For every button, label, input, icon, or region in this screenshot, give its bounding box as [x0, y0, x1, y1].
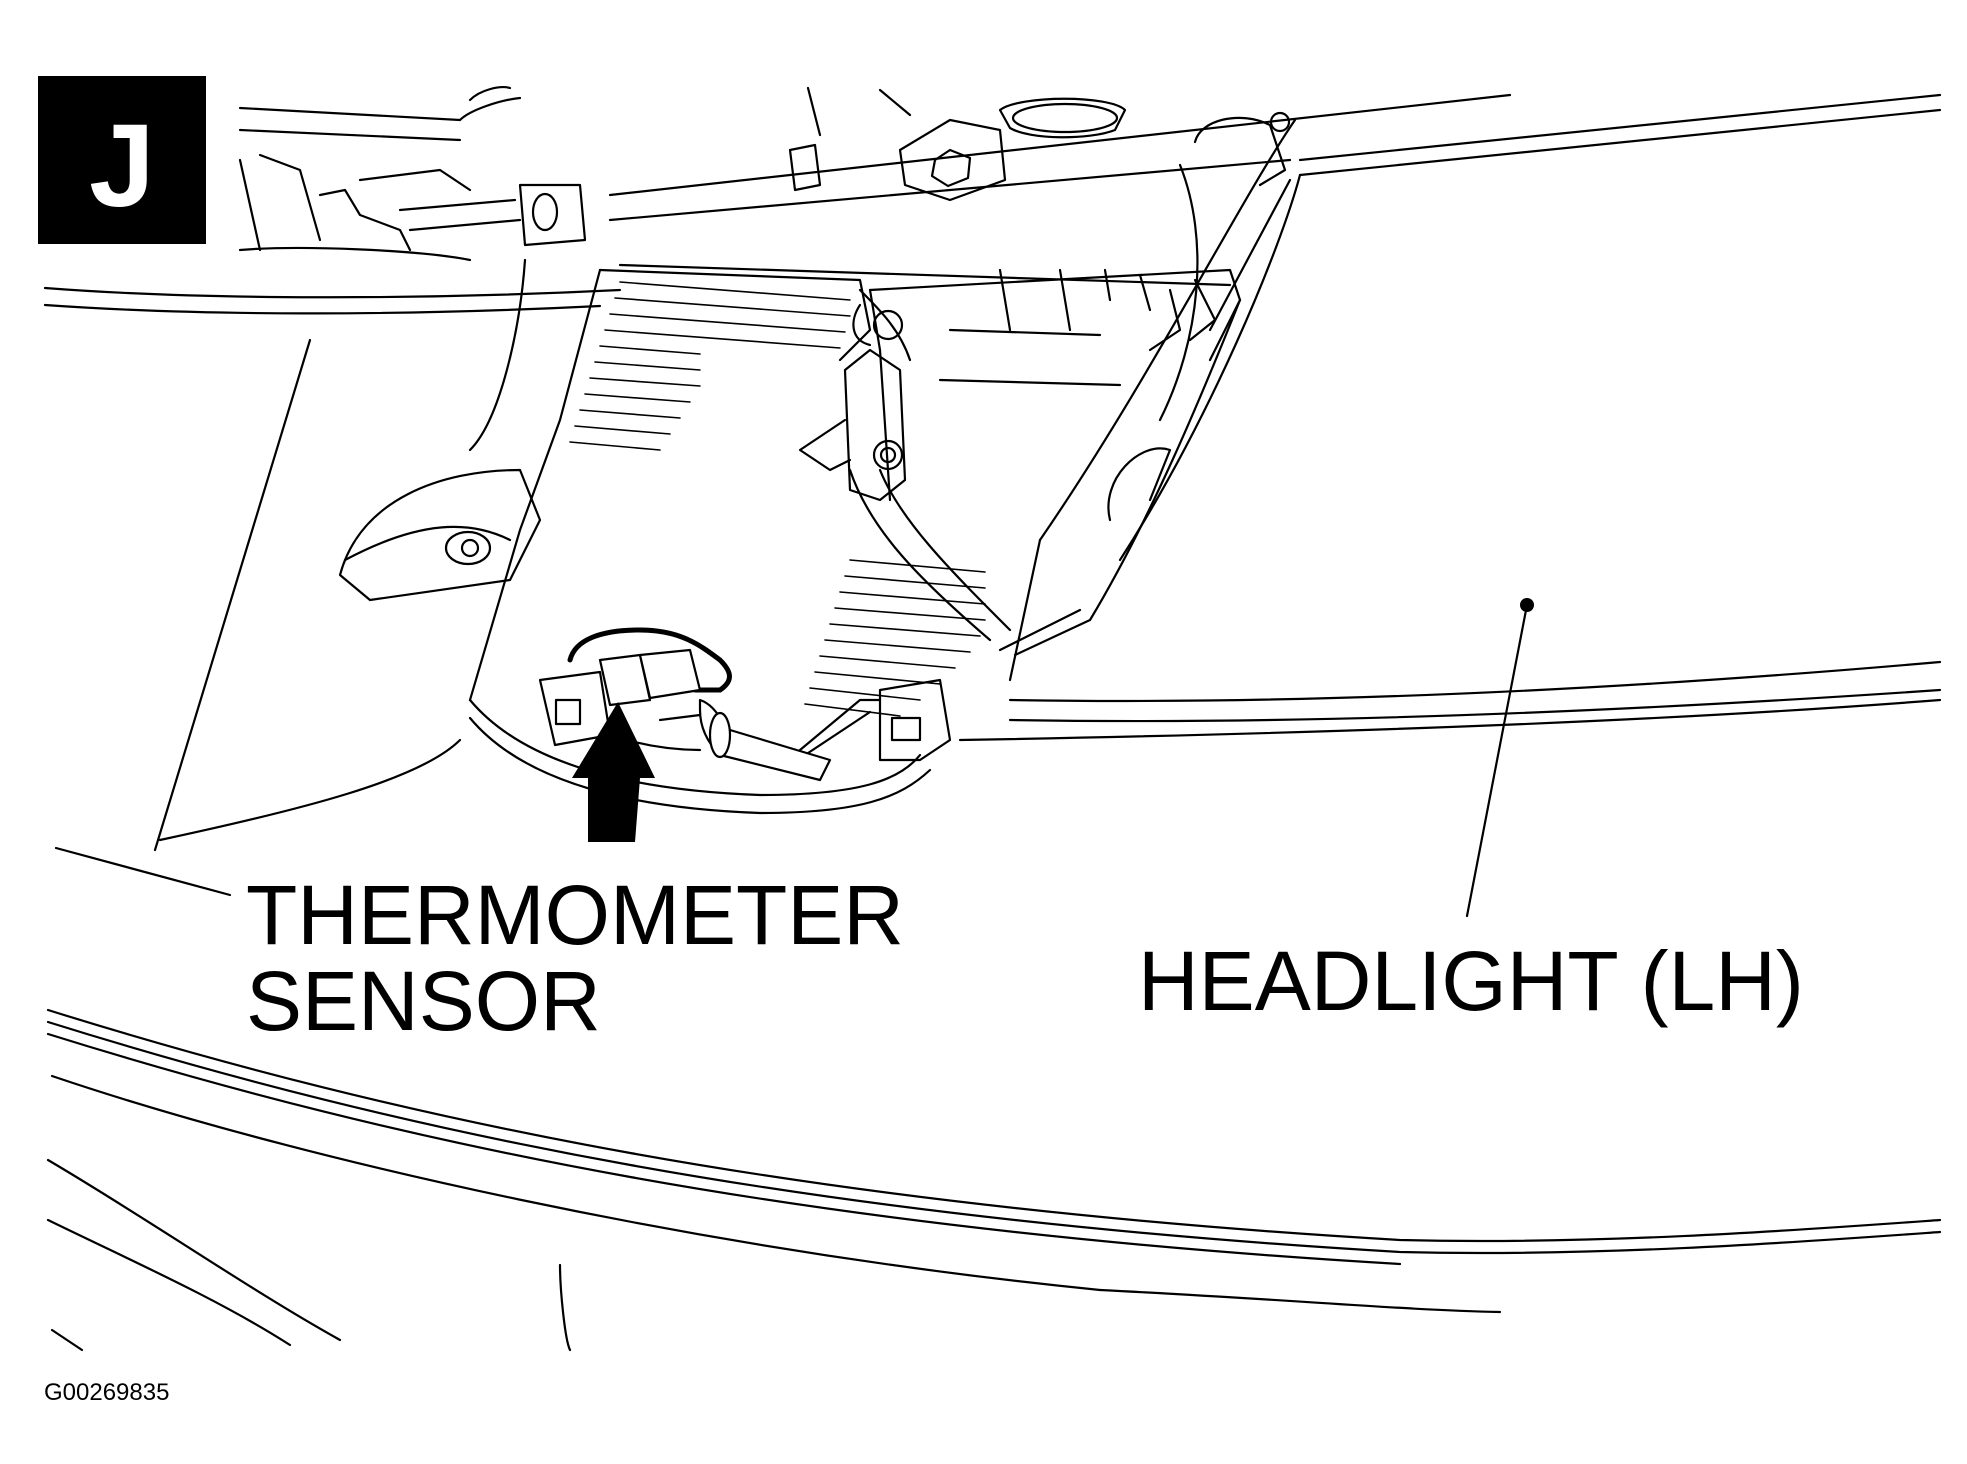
thermometer-sensor-arrow: [572, 702, 655, 842]
figure-badge: J: [38, 76, 206, 244]
upper-structure: [238, 86, 1942, 252]
mount-bracket: [338, 258, 1242, 815]
front-fascia: [43, 118, 1942, 1352]
lower-fins: [804, 559, 986, 717]
headlight-housing: [1107, 163, 1302, 562]
thermometer-sensor-label-line1: THERMOMETER: [246, 868, 904, 962]
badge-letter: J: [89, 100, 155, 232]
figure-code: G00269835: [44, 1379, 169, 1406]
headlight-leader: [1465, 598, 1534, 918]
thermometer-sensor-assembly: [538, 627, 832, 782]
headlight-label: HEADLIGHT (LH): [1138, 934, 1804, 1028]
thermometer-sensor-label-line2: SENSOR: [246, 954, 601, 1048]
badge-box: [38, 76, 206, 244]
upper-fins: [569, 281, 851, 451]
